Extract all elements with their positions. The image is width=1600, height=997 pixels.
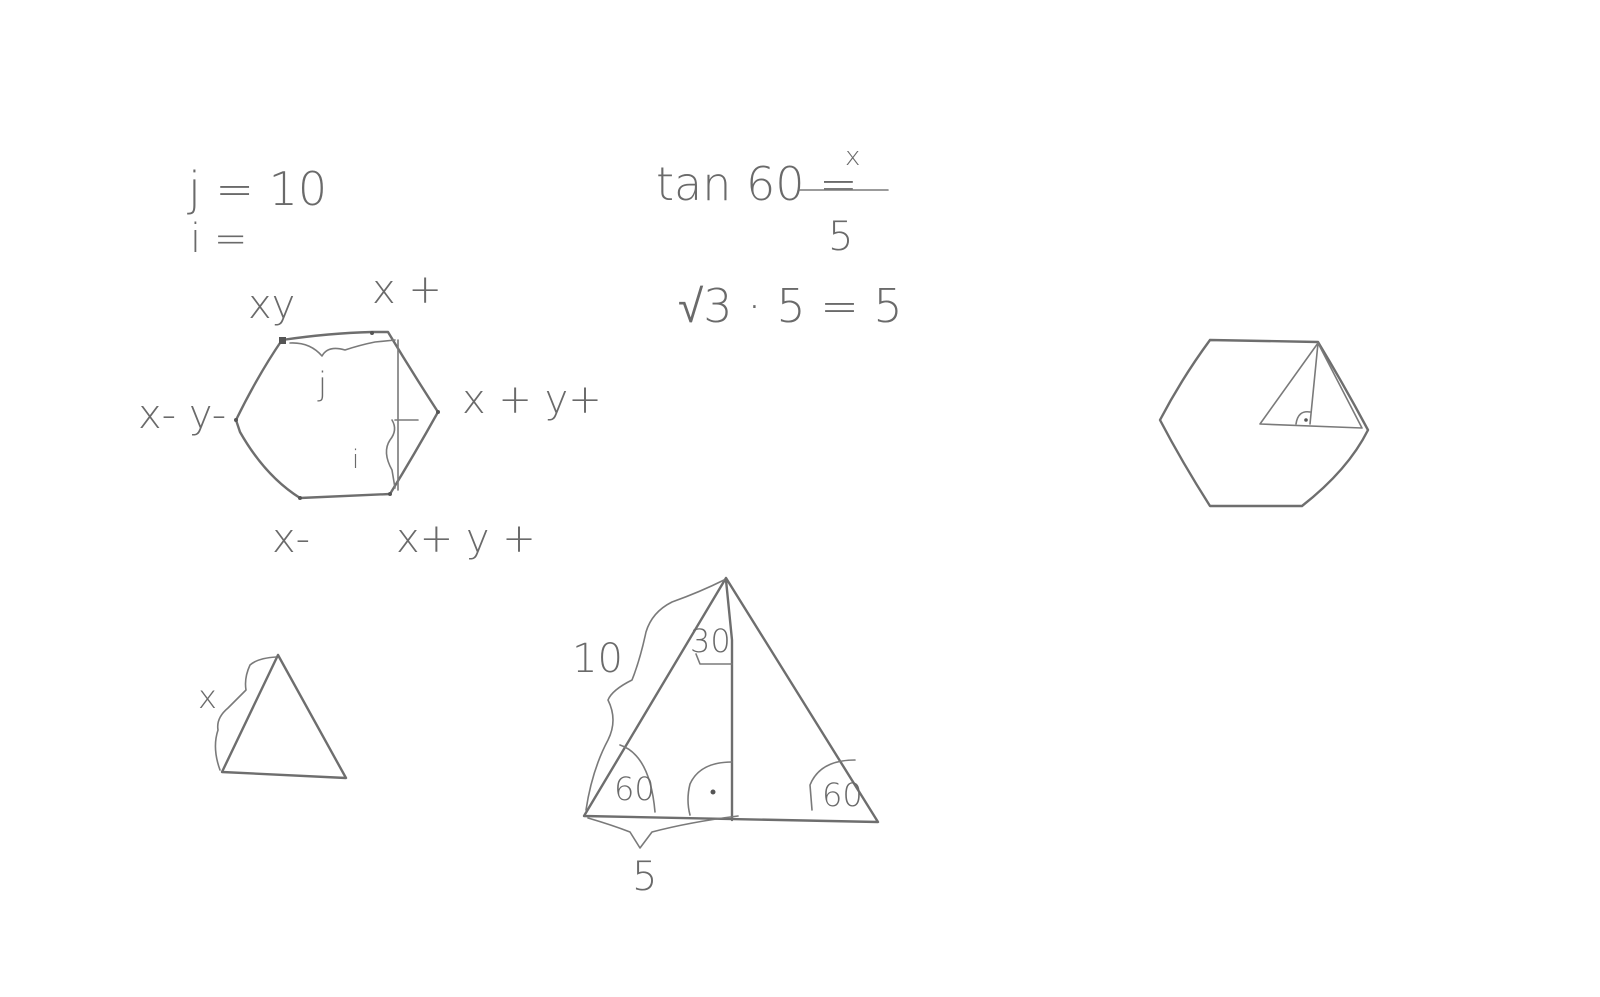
hexagon-left-vertex-marker	[279, 337, 286, 344]
big-triangle-side-label: 10	[572, 636, 623, 682]
big-triangle-base-label: 5	[632, 854, 657, 900]
hexagon-right-right-angle	[1295, 410, 1311, 425]
hexagon-left	[234, 330, 440, 500]
hexagon-left-brace-j	[289, 339, 396, 357]
hexagon-left-point	[370, 331, 374, 335]
hexagon-left-brace-i	[385, 419, 396, 489]
small-triangle-outline	[220, 653, 348, 780]
label-top-right: x +	[372, 267, 442, 313]
hexagon-right-dot	[1304, 418, 1308, 422]
big-triangle-arc-left	[619, 744, 656, 813]
i-equation: i =	[190, 216, 247, 262]
hexagon-right-height	[1309, 342, 1319, 425]
hexagon-left-point	[298, 496, 302, 500]
right-angle-dot	[710, 789, 716, 795]
hexagon-right-outline	[1158, 338, 1370, 508]
label-left: x- y-	[138, 392, 226, 438]
big-triangle-arc-right	[809, 759, 856, 811]
hexagon-left-point	[388, 492, 392, 496]
hexagon-left-point	[436, 410, 440, 414]
label-bottom-right: x+ y +	[396, 516, 536, 562]
big-triangle-left-angle: 60	[614, 770, 655, 808]
label-bottom-left: x-	[272, 516, 310, 562]
big-triangle	[582, 576, 880, 849]
hexagon-right-inner-triangle	[1259, 342, 1363, 429]
j-equation: j = 10	[187, 162, 327, 216]
label-inner-j: j	[317, 365, 327, 403]
big-triangle-brace-5	[587, 815, 739, 849]
small-triangle-side-label: x	[198, 678, 217, 716]
label-inner-i: i	[352, 445, 359, 475]
hexagon-left-point	[234, 418, 238, 422]
hexagon-left-outline	[234, 330, 440, 500]
label-right: x + y+	[462, 377, 602, 423]
tan-equation: tan 60 =	[656, 157, 858, 211]
big-triangle-right-angle-arc	[687, 761, 733, 816]
tan-numerator: x	[845, 142, 860, 172]
tan-denominator: 5	[828, 214, 853, 260]
big-triangle-height	[724, 578, 734, 822]
hexagon-right	[1158, 338, 1370, 508]
sqrt-equation: √3 · 5 = 5	[678, 279, 903, 333]
small-triangle	[214, 653, 348, 780]
big-triangle-brace-10	[585, 579, 725, 811]
small-triangle-brace	[214, 656, 277, 771]
label-top-left: xy	[248, 282, 295, 328]
big-triangle-top-angle: 30	[690, 622, 731, 660]
big-triangle-right-angle: 60	[822, 776, 863, 814]
big-triangle-arc-top	[695, 653, 733, 665]
